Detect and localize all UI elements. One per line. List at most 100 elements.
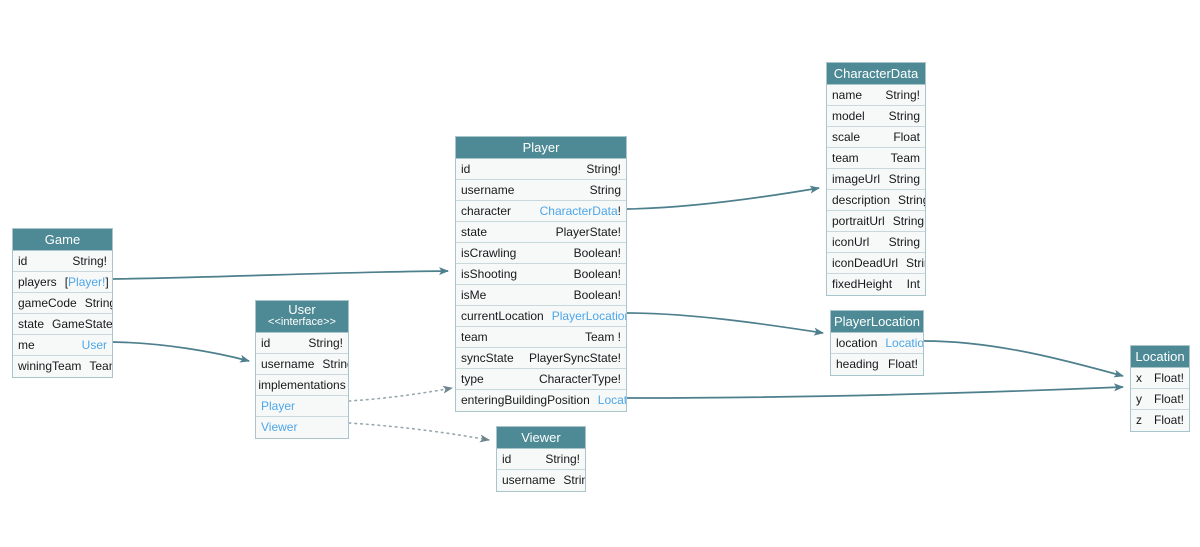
field-name: isCrawling: [461, 245, 517, 260]
field-row[interactable]: implementations: [256, 375, 348, 396]
field-row[interactable]: winingTeamTeam: [13, 356, 112, 377]
field-type: PlayerLocation!: [552, 307, 626, 326]
type-link[interactable]: User: [81, 337, 107, 352]
field-name: Viewer: [261, 420, 298, 434]
field-row[interactable]: locationLocation!: [831, 333, 923, 354]
field-row[interactable]: Viewer: [256, 417, 348, 438]
entity-header-user: User<<interface>>: [256, 301, 348, 333]
field-row[interactable]: gameCodeString!: [13, 293, 112, 314]
entity-playerlocation[interactable]: PlayerLocationlocationLocation!headingFl…: [830, 310, 924, 376]
field-name: iconDeadUrl: [832, 255, 899, 270]
entity-title: Player: [456, 137, 626, 159]
field-name: id: [18, 253, 28, 268]
field-name: me: [18, 337, 35, 352]
field-type: String: [906, 255, 925, 270]
field-row[interactable]: players[Player!]: [13, 272, 112, 293]
type-link[interactable]: Player!: [68, 274, 106, 289]
field-row[interactable]: enteringBuildingPositionLocation: [456, 390, 626, 411]
type-link[interactable]: Location: [885, 335, 923, 350]
field-name: username: [461, 182, 515, 197]
field-row[interactable]: Player: [256, 396, 348, 417]
field-type: PlayerState!: [555, 224, 621, 239]
field-type: String: [589, 182, 621, 197]
field-type: String: [888, 171, 920, 186]
type-suffix: ]: [105, 274, 109, 289]
field-type: String!: [586, 161, 621, 176]
field-row[interactable]: iconDeadUrl String: [827, 253, 925, 274]
field-name: portraitUrl: [832, 213, 885, 228]
field-name: name: [832, 87, 863, 102]
field-type: Location!: [885, 334, 923, 353]
field-type: GameState!: [52, 316, 112, 331]
field-name: state: [18, 316, 45, 331]
edge-game-me-to-user: [112, 341, 250, 363]
field-name: currentLocation: [461, 308, 544, 323]
entity-stereotype: <<interface>>: [268, 315, 336, 328]
field-name: syncState: [461, 350, 514, 365]
field-name: team: [461, 329, 488, 344]
entity-user[interactable]: User<<interface>>idString!usernameString…: [255, 300, 349, 439]
field-type: Boolean!: [573, 287, 621, 302]
field-name: Player: [261, 398, 296, 413]
field-name: gameCode: [18, 295, 77, 310]
field-row[interactable]: model String: [827, 106, 925, 127]
type-link[interactable]: CharacterData: [539, 203, 618, 218]
entity-title: PlayerLocation: [831, 311, 923, 333]
field-name: username: [261, 356, 315, 371]
type-prefix: [: [64, 274, 69, 289]
field-row[interactable]: team Team !: [456, 327, 626, 348]
type-link[interactable]: PlayerLocation: [551, 308, 626, 323]
field-type: Team !: [584, 329, 621, 344]
type-suffix: !: [617, 203, 621, 218]
field-name: implementations: [258, 377, 346, 392]
field-name: isShooting: [461, 266, 518, 281]
field-row[interactable]: character CharacterData!: [456, 201, 626, 222]
field-row[interactable]: me User: [13, 335, 112, 356]
type-link[interactable]: Location: [597, 393, 626, 407]
field-type: String: [888, 108, 920, 123]
field-row[interactable]: currentLocation PlayerLocation!: [456, 306, 626, 327]
field-row[interactable]: imageUrl String: [827, 169, 925, 190]
field-row[interactable]: description String: [827, 190, 925, 211]
field-name: character: [461, 203, 512, 218]
field-row[interactable]: state GameState!: [13, 314, 112, 335]
field-type: Float!: [887, 357, 918, 371]
field-name: model: [832, 108, 865, 123]
field-type: String: [898, 192, 925, 207]
field-type: Int: [906, 277, 920, 291]
field-name: scale: [832, 129, 861, 144]
field-row[interactable]: username String: [456, 180, 626, 201]
field-name: team: [832, 150, 859, 165]
field-name: description: [832, 192, 891, 207]
field-type: CharacterType!: [538, 371, 621, 386]
field-type: Location: [598, 391, 626, 410]
field-name: imageUrl: [832, 171, 881, 186]
